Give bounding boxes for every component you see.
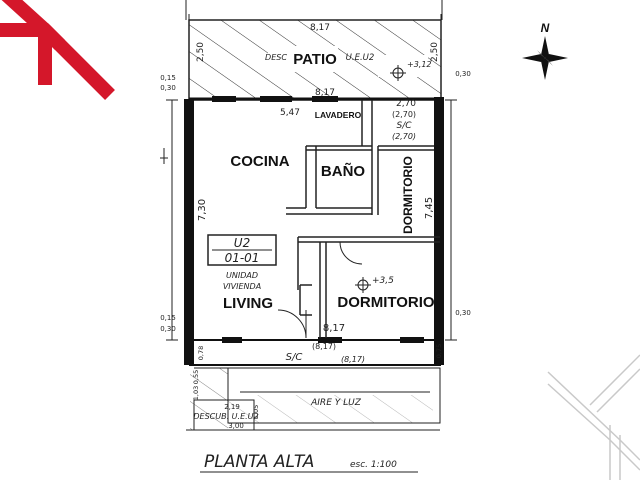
room-label-living: LIVING [223,295,273,312]
room-label-cocina: COCINA [230,153,289,170]
logo-chevron-icon [0,0,115,100]
dim-small-219: 2,19 [224,403,240,411]
dim-h745: 7,45 [424,197,435,219]
aire-luz-label: AIRE Y LUZ [310,398,362,408]
sc-top-label: S/C [396,121,412,131]
unidad-label: UNIDAD [226,271,258,280]
dim-right-030: 0,30 [455,70,471,78]
dim-left-030-b: 0,30 [160,325,176,333]
sc-bottom-paren: (8,17) [341,355,365,364]
unit-code-bottom: 01-01 [225,251,260,265]
dim-w547: 5,47 [280,108,300,118]
dim-right-030-b: 0,30 [455,309,471,317]
wall-right [434,97,444,365]
dim-small-055: 0,55 [192,370,200,384]
desc-bottom-label: DESCUB. U.E.U2 [193,412,258,421]
wall-left [184,99,194,365]
dim-patio-right: 2,50 [430,42,440,62]
dim-small-300: 3,00 [228,422,244,430]
unit-code-top: U2 [234,236,250,250]
dim-patio-bottom-width: 8,17 [315,88,335,98]
decorative-chevron-icon [547,354,640,480]
dim-patio-left: 2,50 [196,42,206,62]
plan-title: PLANTA ALTA [204,452,314,472]
room-label-bano: BAÑO [321,162,365,180]
sc-top-paren: (2,70) [392,132,416,141]
dim-bottom-817-paren: (8,17) [312,342,336,351]
dim-w270: 2,70 [396,99,416,109]
dim-small-103: 1,03 [192,386,200,400]
dim-small-105: 1,05 [252,405,260,419]
level-patio-label: +3,12 [407,60,432,69]
compass-north-label: N [541,21,550,35]
dim-small-075: 0,75 [435,344,443,358]
dim-bottom-817: 8,17 [323,323,345,334]
room-label-patio: PATIO [293,51,337,68]
plan-scale: esc. 1:100 [350,460,397,470]
desc-patio-unit: U.E.U2 [346,53,375,63]
unit-code-box [207,234,277,266]
room-label-dormitorio: DORMITORIO [337,294,435,311]
vivienda-label: VIVIENDA [223,282,261,291]
dim-left-015-b: 0,15 [160,314,176,322]
room-label-lavadero: LAVADERO [315,110,362,120]
dim-w270-paren: (2,70) [392,110,416,119]
compass-rose-icon: N [522,21,568,80]
desc-patio-label: DESC [265,53,287,62]
level-dorm-label: +3,5 [372,276,394,286]
sc-bottom-label: S/C [286,352,303,363]
dim-top-width: 8,17 [310,23,330,33]
room-label-dormitorio-vertical: DORMITORIO [401,156,415,234]
dim-h730: 7,30 [197,199,208,221]
dim-left-015: 0,15 [160,74,176,82]
dim-small-078: 0,78 [197,346,205,360]
dim-left-030: 0,30 [160,84,176,92]
